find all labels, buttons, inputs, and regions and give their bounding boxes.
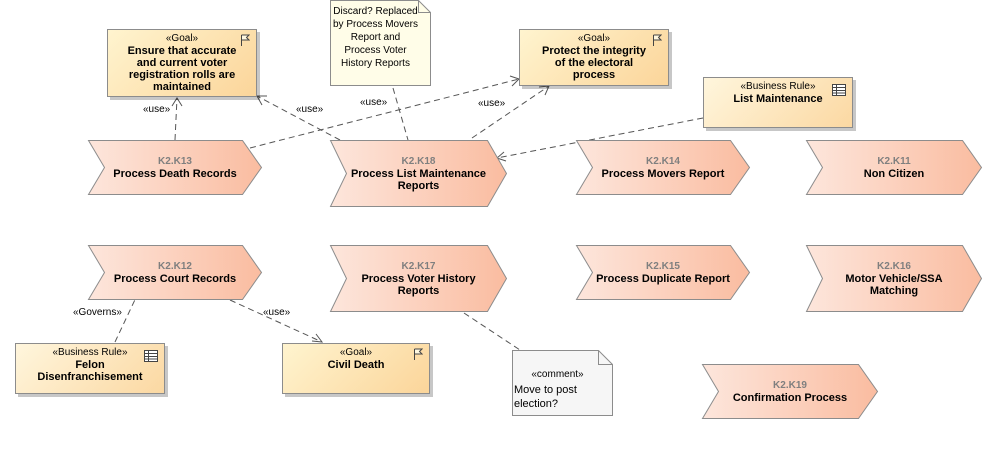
process-chevron-shape: [805, 245, 983, 312]
rule-name: List Maintenance: [733, 93, 823, 105]
process-chevron-shape: [329, 140, 508, 207]
process-k19[interactable]: K2.K19 Confirmation Process: [701, 364, 879, 419]
process-name: Process List Maintenance Reports: [350, 167, 487, 192]
process-id: K2.K11: [877, 155, 911, 167]
arrowhead: [256, 95, 267, 106]
note-text: Move to post election?: [514, 384, 577, 410]
connector-k18-protect[interactable]: [471, 85, 550, 139]
goal-flag-icon: [653, 34, 662, 46]
rule-name: Felon Disenfranchisement: [37, 359, 143, 383]
goal-flag-icon: [414, 348, 423, 360]
connector-label-use: «use»: [478, 98, 506, 109]
rule-stereotype: «Business Rule»: [52, 347, 128, 358]
process-name: Process Voter History Reports: [361, 272, 476, 297]
process-name: Process Movers Report: [601, 167, 725, 180]
connector-note-k18[interactable]: [392, 87, 409, 141]
process-id: K2.K15: [646, 260, 680, 272]
process-k12[interactable]: K2.K12 Process Court Records: [87, 245, 263, 300]
connector-k12-civil[interactable]: [229, 299, 323, 343]
connector-k13-protect[interactable]: [249, 78, 520, 149]
process-id: K2.K13: [158, 155, 192, 167]
process-k18[interactable]: K2.K18 Process List Maintenance Reports: [329, 140, 508, 207]
process-name: Non Citizen: [863, 167, 925, 180]
process-id: K2.K12: [158, 260, 192, 272]
arrowhead: [509, 75, 520, 87]
process-name: Process Duplicate Report: [596, 272, 730, 285]
connector-k17-comment[interactable]: [463, 312, 521, 351]
connector-label-use: «use»: [360, 97, 388, 108]
process-name: Process Court Records: [113, 272, 237, 285]
note-text: Discard? Replaced by Process Movers Repo…: [332, 6, 419, 69]
rule-stereotype: «Business Rule»: [740, 81, 816, 92]
note-shape: [512, 350, 613, 416]
goal-flag-icon: [241, 34, 250, 46]
process-id: K2.K14: [646, 155, 680, 167]
process-id: K2.K19: [773, 379, 807, 391]
connector-felon-k12[interactable]: [114, 269, 150, 343]
connector-k18-ensure[interactable]: [256, 95, 341, 141]
arrowhead: [171, 97, 183, 107]
process-k16[interactable]: K2.K16 Motor Vehicle/SSA Matching: [805, 245, 983, 312]
process-chevron-shape: [701, 364, 879, 419]
process-id: K2.K18: [401, 155, 436, 167]
goal-ensure-accurate-rolls[interactable]: «Goal» Ensure that accurate and current …: [107, 29, 257, 97]
process-k13[interactable]: K2.K13 Process Death Records: [87, 140, 263, 195]
process-id: K2.K17: [401, 260, 436, 272]
goal-name: Protect the integrity of the electoral p…: [542, 45, 646, 81]
process-k11[interactable]: K2.K11 Non Citizen: [805, 140, 983, 195]
goal-protect-integrity[interactable]: «Goal» Protect the integrity of the elec…: [519, 29, 669, 86]
process-name: Process Death Records: [113, 167, 237, 180]
process-chevron-shape: [87, 245, 263, 300]
process-name: Motor Vehicle/SSA Matching: [845, 272, 943, 297]
process-k17[interactable]: K2.K17 Process Voter History Reports: [329, 245, 508, 312]
goal-name: Civil Death: [327, 359, 385, 371]
connector-k13-ensure[interactable]: [174, 97, 178, 141]
goal-civil-death[interactable]: «Goal» Civil Death: [282, 343, 430, 394]
arrowhead: [311, 333, 324, 343]
goal-stereotype: «Goal»: [165, 33, 199, 44]
business-rule-list-maintenance[interactable]: «Business Rule» List Maintenance: [703, 77, 853, 128]
connector-label-use: «use»: [263, 307, 291, 318]
goal-stereotype: «Goal»: [577, 33, 611, 44]
process-chevron-shape: [329, 245, 508, 312]
table-icon: [144, 350, 158, 362]
note-shape: [330, 0, 431, 86]
process-id: K2.K16: [877, 260, 911, 272]
note-comment[interactable]: «comment» Move to post election?: [512, 350, 613, 416]
process-name: Confirmation Process: [732, 391, 848, 404]
arrowhead: [538, 85, 550, 96]
goal-name: Ensure that accurate and current voter r…: [127, 45, 237, 93]
process-chevron-shape: [805, 140, 983, 195]
goal-stereotype: «Goal»: [339, 347, 373, 358]
process-k15[interactable]: K2.K15 Process Duplicate Report: [575, 245, 751, 300]
process-chevron-shape: [575, 140, 751, 195]
table-icon: [832, 84, 846, 96]
business-rule-felon-disenfranchisement[interactable]: «Business Rule» Felon Disenfranchisement: [15, 343, 165, 394]
note-stereotype: «comment»: [531, 369, 584, 380]
connector-rule-k18[interactable]: [496, 117, 704, 159]
connector-label-use: «use»: [296, 104, 324, 115]
process-chevron-shape: [575, 245, 751, 300]
process-chevron-shape: [87, 140, 263, 195]
note-discard[interactable]: Discard? Replaced by Process Movers Repo…: [330, 0, 431, 86]
process-k14[interactable]: K2.K14 Process Movers Report: [575, 140, 751, 195]
connector-label-governs: «Governs»: [73, 307, 122, 318]
connector-label-use: «use»: [143, 104, 171, 115]
